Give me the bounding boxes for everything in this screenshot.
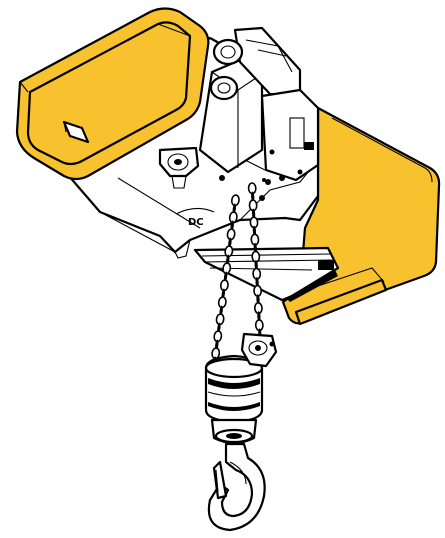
suspension-lug	[158, 146, 200, 189]
cable-gland-lower	[209, 75, 239, 101]
bolt	[297, 169, 303, 175]
bolt	[259, 195, 265, 201]
load-chain-left	[211, 194, 240, 368]
terminal-block	[304, 142, 314, 150]
bolt	[269, 149, 275, 155]
bolt	[219, 175, 225, 181]
hook-icon	[207, 442, 266, 532]
housing-marking: DC	[188, 217, 204, 228]
rail-block	[318, 260, 334, 270]
bolt	[265, 179, 271, 185]
chain-stop	[240, 332, 278, 368]
hook-block	[204, 354, 264, 445]
left-yellow-cover	[15, 7, 210, 181]
load-chain-right	[247, 182, 264, 339]
cable-gland-upper	[212, 38, 244, 66]
bolt	[279, 175, 285, 181]
